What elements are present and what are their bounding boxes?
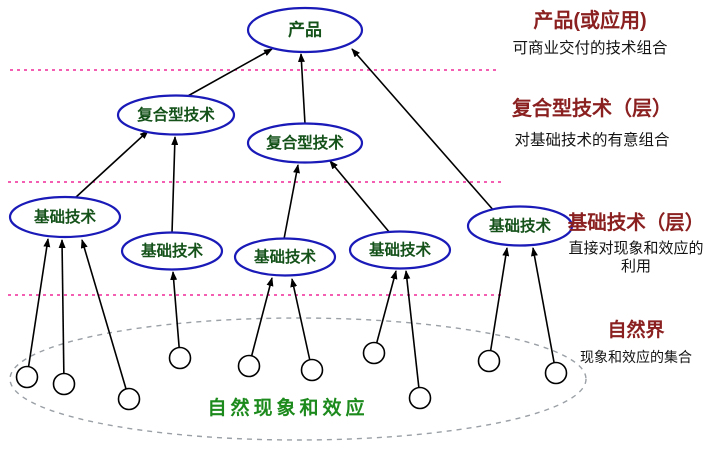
- node-ellipse: [116, 94, 236, 136]
- arrow: [297, 53, 306, 125]
- arrow: [26, 238, 51, 378]
- node-composite-1: 复合型技术: [116, 94, 236, 136]
- layer-title-product: 产品(或应用): [533, 10, 647, 32]
- layer-label-composite: 复合型技术（层） 对基础技术的有意组合: [470, 98, 714, 150]
- layer-label-product: 产品(或应用) 可商业交付的技术组合: [466, 10, 714, 58]
- node-ellipse: [233, 237, 337, 277]
- node-composite-2: 复合型技术: [246, 122, 364, 164]
- natural-phenomena-label: 自然现象和效应: [207, 396, 368, 419]
- node-label: 基础技术: [253, 247, 317, 266]
- phenomenon-circle: [237, 354, 261, 378]
- arrow: [488, 247, 510, 362]
- node-basic-4: 基础技术: [348, 230, 452, 270]
- phenomenon-circle: [362, 341, 386, 365]
- arrow: [170, 271, 181, 359]
- node-label: 复合型技术: [136, 105, 215, 124]
- node-label: 基础技术: [488, 216, 552, 235]
- arrow: [531, 247, 557, 374]
- node-basic-1: 基础技术: [8, 195, 122, 239]
- arrow: [283, 164, 300, 240]
- arrow: [329, 160, 391, 234]
- node-label: 基础技术: [140, 241, 204, 260]
- arrow: [74, 130, 149, 199]
- phenomenon-circle: [52, 372, 76, 396]
- phenomenon-circle: [408, 386, 432, 410]
- layer-subtitle-product: 可商业交付的技术组合: [512, 40, 668, 57]
- node-ellipse: [8, 195, 122, 239]
- arrows-basic-to-composite: [74, 130, 391, 240]
- layer-label-nature: 自然界 现象和效应的集合: [560, 320, 712, 365]
- arrow: [185, 48, 273, 98]
- node-ellipse: [120, 231, 224, 271]
- layer-subtitle-basic: 直接对现象和效应的利用: [568, 240, 704, 276]
- arrow: [80, 239, 130, 400]
- node-product: 产品: [246, 6, 364, 54]
- arrow: [58, 239, 66, 385]
- arrows-phenomena-to-basic: [26, 238, 557, 400]
- node-basic-2: 基础技术: [120, 231, 224, 271]
- node-basic-3: 基础技术: [233, 237, 337, 277]
- node-label: 基础技术: [368, 240, 432, 259]
- phenomenon-circle: [117, 387, 141, 411]
- arrow: [171, 136, 179, 234]
- node-ellipse: [348, 230, 452, 270]
- layer-title-basic: 基础技术（层）: [567, 212, 705, 234]
- layer-title-composite: 复合型技术（层）: [512, 98, 672, 120]
- node-ellipse: [466, 205, 574, 247]
- phenomenon-circle: [477, 349, 501, 373]
- nature-boundary-ellipse: [9, 317, 587, 441]
- node-label: 基础技术: [33, 207, 97, 226]
- phenomena-circles: [15, 341, 568, 411]
- arrow: [403, 270, 421, 399]
- layer-subtitle-nature: 现象和效应的集合: [580, 348, 692, 365]
- arrows-to-product: [185, 48, 496, 213]
- node-basic-5: 基础技术: [466, 205, 574, 247]
- arrow: [351, 48, 496, 213]
- phenomenon-circle: [168, 346, 192, 370]
- arrow: [248, 277, 274, 367]
- layer-title-nature: 自然界: [607, 320, 665, 341]
- node-label: 复合型技术: [265, 133, 344, 152]
- node-ellipse: [246, 6, 364, 54]
- arrow: [373, 270, 398, 354]
- arrow: [290, 278, 313, 371]
- layer-subtitle-composite: 对基础技术的有意组合: [514, 132, 670, 149]
- phenomenon-circle: [15, 365, 39, 389]
- node-ellipse: [246, 122, 364, 164]
- layer-label-basic: 基础技术（层） 直接对现象和效应的利用: [562, 212, 710, 276]
- phenomenon-circle: [300, 358, 324, 382]
- node-label: 产品: [288, 19, 322, 39]
- phenomenon-circle: [544, 361, 568, 385]
